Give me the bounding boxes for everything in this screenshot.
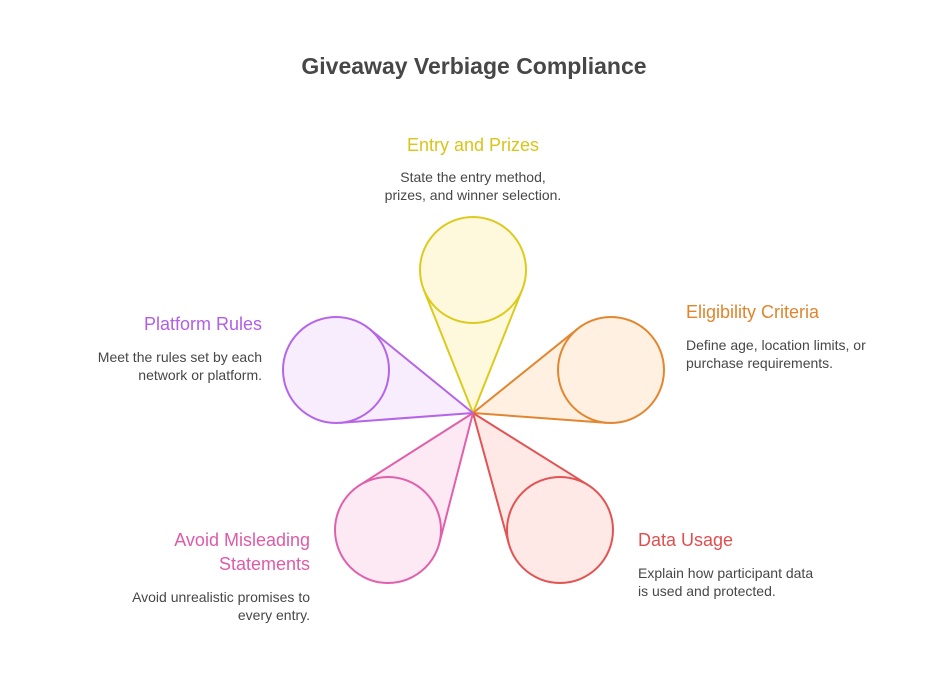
desc-eligibility-line2: purchase requirements.: [686, 355, 834, 371]
petal-cone-data-usage: [473, 413, 589, 545]
petal-circle-entry-and-prizes: [419, 216, 527, 324]
heading-avoid-misleading-line2: Statements: [218, 554, 310, 574]
desc-data-line2: is used and protected.: [638, 583, 776, 599]
heading-platform-rules: Platform Rules: [143, 314, 262, 334]
petal-edge-platform-rules: [339, 412, 474, 424]
desc-eligibility-line1: Define age, location limits, or: [686, 337, 866, 353]
petal-circle-data-usage: [506, 476, 614, 584]
desc-data-line1: Explain how participant data: [638, 565, 814, 581]
petal-edge-avoid-misleading: [438, 412, 474, 544]
petal-edge-eligibility-criteria: [472, 412, 608, 424]
petal-edge-eligibility-criteria: [472, 327, 579, 414]
petal-edge-platform-rules: [368, 328, 474, 414]
petal-edge-entry-and-prizes: [472, 289, 524, 414]
desc-platform-line2: network or platform.: [138, 367, 262, 383]
petal-circle-eligibility-criteria: [557, 316, 665, 424]
petal-cone-avoid-misleading: [359, 413, 473, 544]
petal-circle-platform-rules: [282, 316, 390, 424]
petal-cone-entry-and-prizes: [423, 289, 523, 413]
petal-circle-avoid-misleading: [334, 476, 442, 584]
heading-entry-and-prizes: Entry and Prizes: [406, 135, 540, 155]
diagram-title: Giveaway Verbiage Compliance: [301, 53, 647, 79]
desc-misleading-line2: every entry.: [237, 607, 310, 623]
desc-platform-line1: Meet the rules set by each: [97, 349, 262, 365]
heading-eligibility-criteria: Eligibility Criteria: [686, 302, 820, 322]
petal-edge-data-usage: [472, 412, 589, 486]
desc-entry-line2: prizes, and winner selection.: [384, 187, 562, 203]
desc-misleading-line1: Avoid unrealistic promises to: [132, 589, 310, 605]
heading-avoid-misleading-line1: Avoid Misleading: [174, 530, 310, 550]
petal-edge-data-usage: [472, 412, 510, 545]
petal-edge-entry-and-prizes: [422, 289, 474, 414]
heading-data-usage: Data Usage: [638, 530, 734, 550]
petal-edge-avoid-misleading: [358, 412, 474, 487]
desc-entry-line1: State the entry method,: [400, 169, 546, 185]
